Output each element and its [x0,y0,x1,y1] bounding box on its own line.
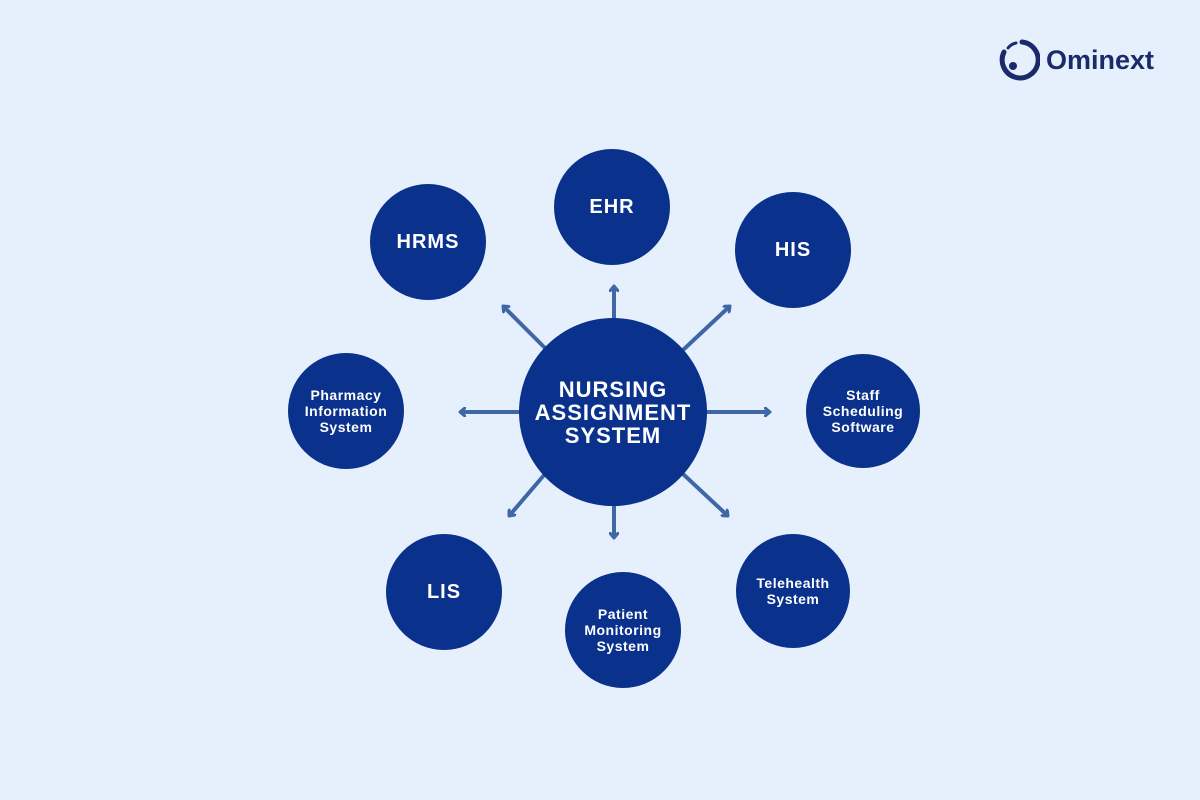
node-ehr: EHR [554,149,670,265]
node-lis: LIS [386,534,502,650]
node-label: EHR [589,195,635,218]
node-hrms: HRMS [370,184,486,300]
node-label: HRMS [396,230,460,253]
center-node-nursing-assignment-system: NURSING ASSIGNMENT SYSTEM [519,318,707,506]
brand-name: Ominext [1046,44,1155,75]
node-staff-scheduling: Staff Scheduling Software [806,354,920,468]
node-label: Telehealth System [756,575,830,607]
ominext-logo: Ominext [996,38,1154,82]
node-label: Pharmacy Information System [304,387,388,435]
node-pharmacy: Pharmacy Information System [288,353,404,469]
center-label: NURSING ASSIGNMENT SYSTEM [534,376,692,448]
arrow-to-his [681,306,730,352]
arrow-to-hrms [503,306,547,350]
node-label: HIS [774,238,812,261]
node-label: Patient Monitoring System [584,606,662,654]
arrow-to-telehealth [681,472,728,516]
node-telehealth: Telehealth System [736,534,850,648]
arrow-to-lis [507,472,547,516]
node-patient-monitoring: Patient Monitoring System [565,572,681,688]
ominext-logo-icon [999,39,1040,81]
node-his: HIS [735,192,851,308]
node-label: Staff Scheduling Software [822,387,904,435]
node-label: LIS [426,580,462,603]
